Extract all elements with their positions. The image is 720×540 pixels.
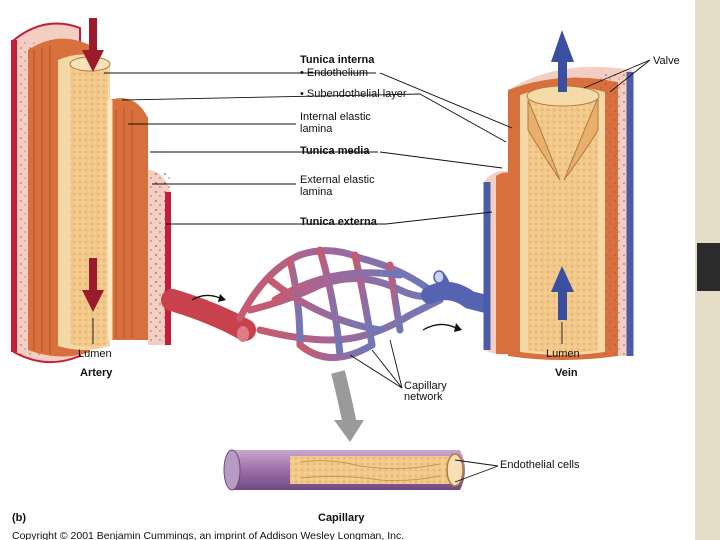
label-subendothelial-layer: • Subendothelial layer bbox=[300, 88, 407, 100]
label-lumen-artery: Lumen bbox=[78, 348, 112, 360]
label-endothelium: • Endothelium bbox=[300, 67, 369, 79]
vein-illustration bbox=[483, 30, 634, 360]
label-internal-elastic-lamina-1: Internal elastic bbox=[300, 111, 371, 123]
blood-vessel-diagram bbox=[11, 18, 651, 491]
capillary-illustration bbox=[223, 449, 465, 491]
label-capillary-network-1: Capillary bbox=[404, 380, 447, 392]
diagram-sheet: Tunica interna • Endothelium • Subendoth… bbox=[0, 0, 695, 540]
label-lumen-vein: Lumen bbox=[546, 348, 580, 360]
label-tunica-interna: Tunica interna bbox=[300, 54, 375, 66]
leader-lines bbox=[104, 59, 651, 483]
label-artery: Artery bbox=[80, 367, 113, 379]
label-valve: Valve bbox=[653, 55, 680, 67]
label-vein: Vein bbox=[555, 367, 578, 379]
label-external-elastic-lamina-2: lamina bbox=[300, 186, 333, 198]
label-tunica-externa: Tunica externa bbox=[300, 216, 377, 228]
copyright-text: Copyright © 2001 Benjamin Cummings, an i… bbox=[12, 530, 405, 540]
label-panel-b: (b) bbox=[12, 512, 27, 524]
label-capillary-network-2: network bbox=[404, 391, 443, 403]
label-endothelial-cells: Endothelial cells bbox=[500, 459, 580, 471]
label-tunica-media: Tunica media bbox=[300, 145, 370, 157]
label-internal-elastic-lamina-2: lamina bbox=[300, 123, 333, 135]
artery-illustration bbox=[11, 18, 171, 364]
capillary-network-illustration bbox=[161, 246, 499, 361]
label-capillary: Capillary bbox=[318, 512, 365, 524]
label-external-elastic-lamina-1: External elastic bbox=[300, 174, 375, 186]
background-dark-block bbox=[697, 243, 720, 291]
